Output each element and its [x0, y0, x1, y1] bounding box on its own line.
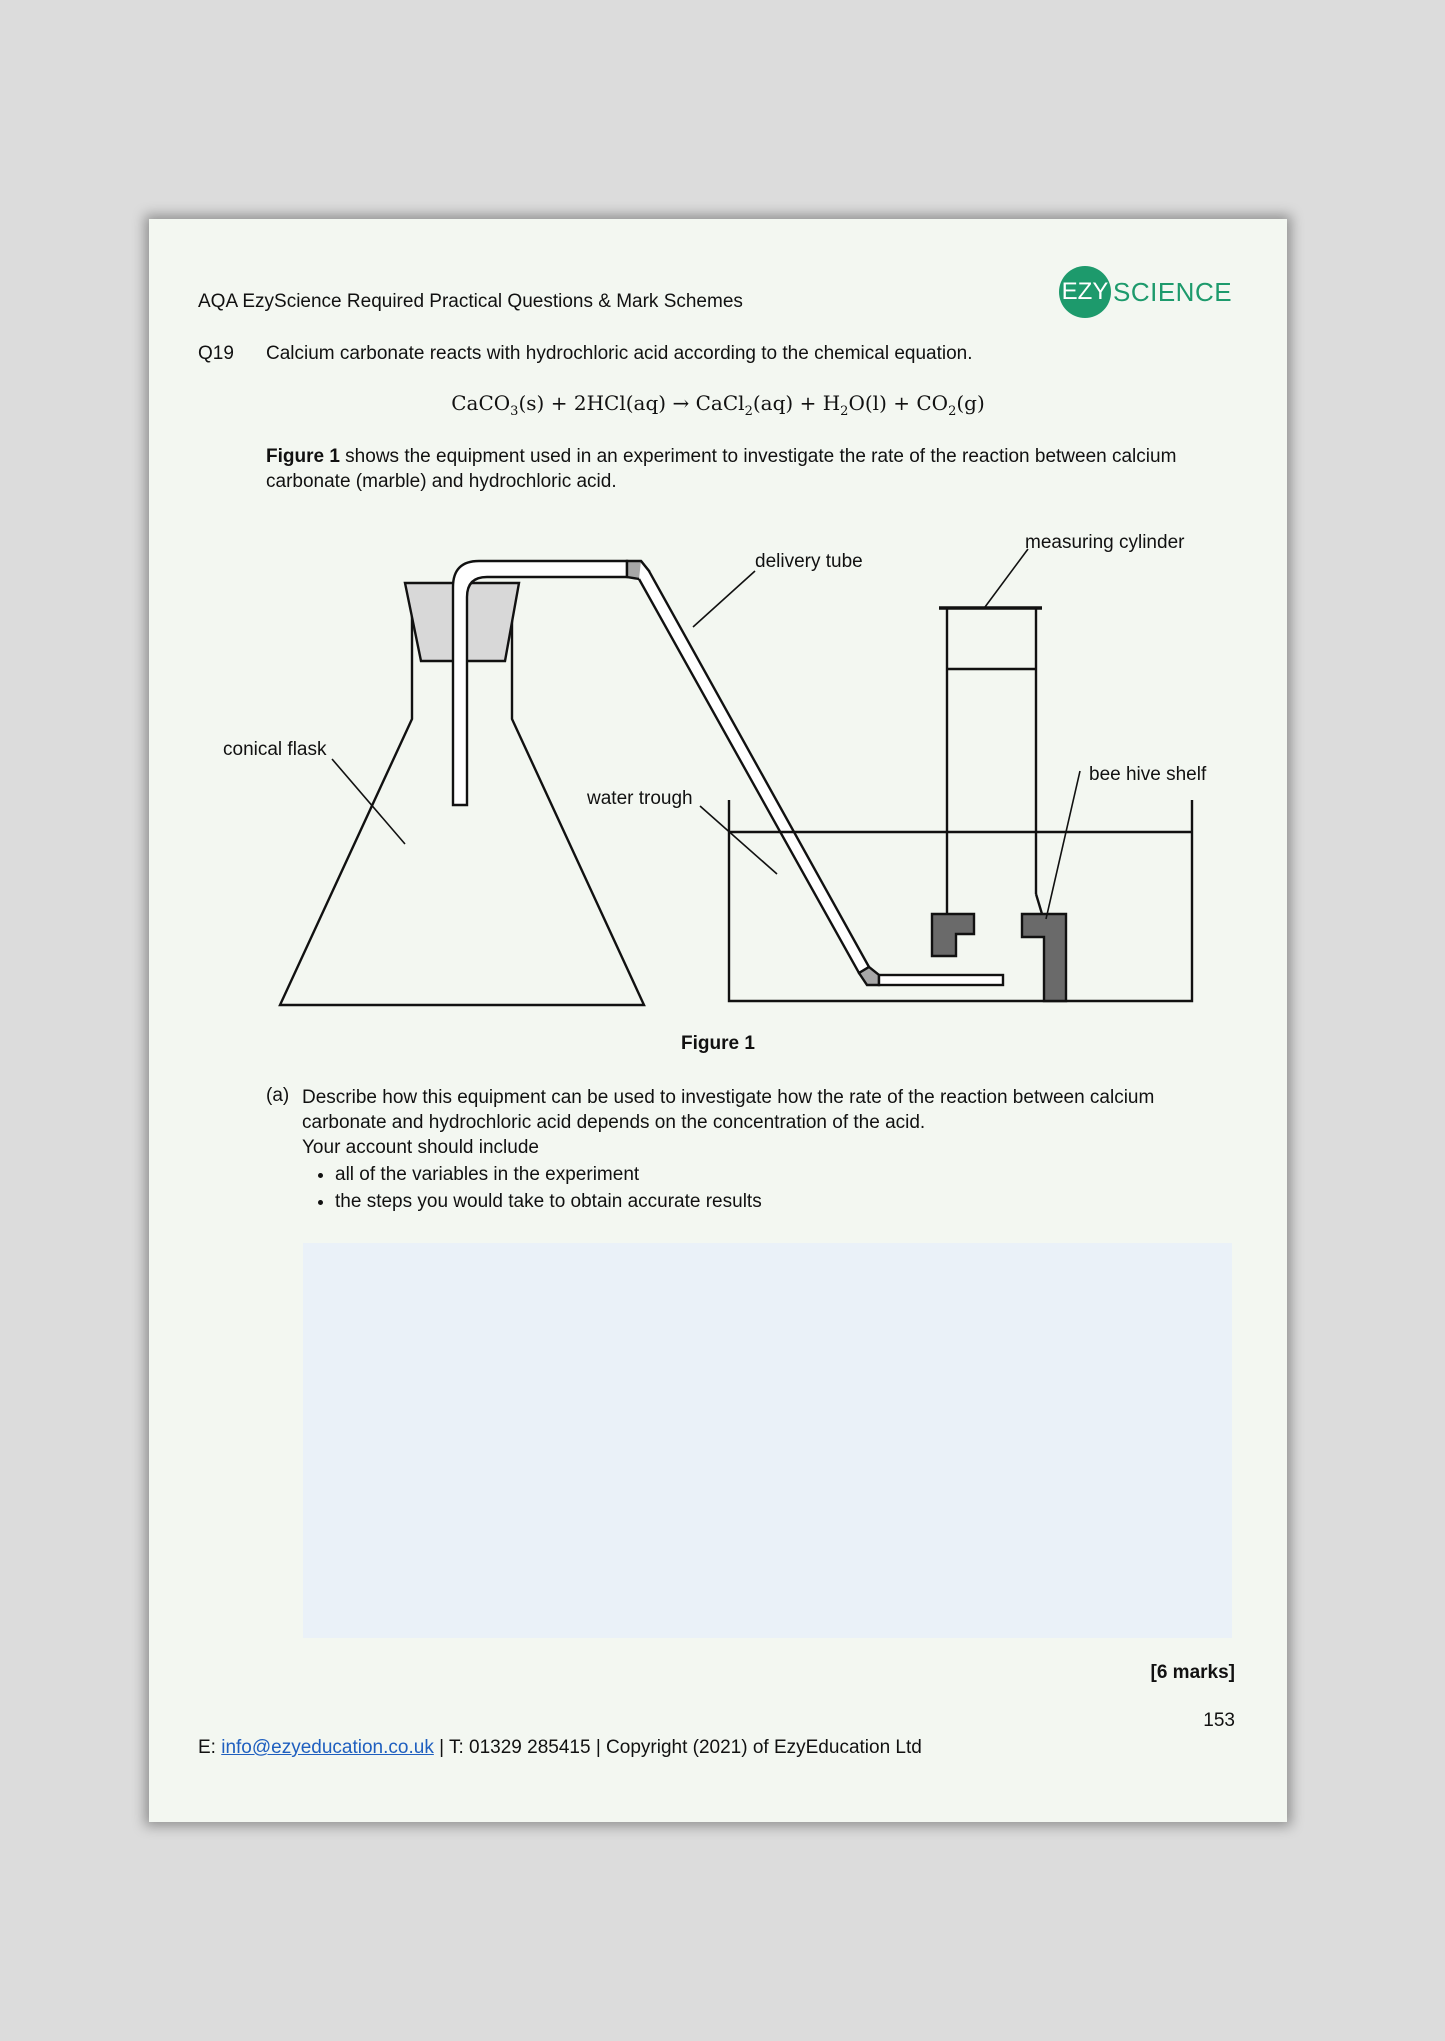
label-measuring-cylinder: measuring cylinder	[1025, 532, 1185, 553]
water-trough	[727, 800, 1194, 1003]
question-intro: Figure 1 shows the equipment used in an …	[266, 444, 1246, 494]
logo-circle: EZY	[1059, 266, 1111, 318]
ezyscience-logo: EZY SCIENCE	[1059, 266, 1232, 318]
delivery-tube	[637, 560, 871, 975]
leader-conical-flask	[331, 758, 406, 845]
leader-delivery-tube	[692, 570, 756, 628]
part-a-label: (a)	[266, 1085, 290, 1106]
label-conical-flask: conical flask	[223, 739, 327, 760]
figure-caption: Figure 1	[681, 1033, 755, 1054]
label-water-trough: water trough	[586, 788, 693, 809]
part-a-text: Describe how this equipment can be used …	[302, 1085, 1232, 1216]
label-bee-hive-shelf: bee hive shelf	[1089, 764, 1207, 785]
footer-contact: | T: 01329 285415 | Copyright (2021) of …	[433, 1737, 922, 1758]
label-delivery-tube: delivery tube	[755, 551, 863, 572]
footer: E: info@ezyeducation.co.uk | T: 01329 28…	[198, 1737, 922, 1759]
part-a-bullets: all of the variables in the experiment t…	[302, 1162, 1232, 1214]
marks-label: [6 marks]	[1150, 1662, 1236, 1683]
chemical-equation: CaCO3(s) + 2HCl(aq) → CaCl2(aq) + H2O(l)…	[149, 391, 1287, 419]
conical-flask-outline	[278, 614, 646, 1007]
horizontal-tube	[877, 973, 1005, 987]
leader-water-trough	[699, 805, 778, 875]
bullet-item: all of the variables in the experiment	[335, 1162, 1232, 1187]
part-a-include: Your account should include	[302, 1137, 539, 1158]
header-title: AQA EzyScience Required Practical Questi…	[198, 291, 743, 312]
bullet-item: the steps you would take to obtain accur…	[335, 1189, 1232, 1214]
leader-bee-hive-shelf	[1045, 770, 1081, 920]
footer-email-prefix: E:	[198, 1737, 222, 1758]
leader-measuring-cylinder	[984, 548, 1029, 608]
answer-box[interactable]	[303, 1243, 1232, 1638]
document-page: AQA EzyScience Required Practical Questi…	[149, 219, 1287, 1822]
bee-hive-shelf-left	[930, 912, 976, 958]
footer-email-link[interactable]: info@ezyeducation.co.uk	[221, 1737, 434, 1758]
part-a-question: Describe how this equipment can be used …	[302, 1087, 1155, 1133]
apparatus-diagram: delivery tube measuring cylinder conical…	[223, 532, 1207, 1007]
question-number: Q19	[198, 343, 234, 364]
bee-hive-shelf-right	[1020, 912, 1068, 1003]
question-text: Calcium carbonate reacts with hydrochlor…	[266, 343, 973, 364]
intro-figure-ref: Figure 1	[266, 446, 340, 467]
equation-text: CaCO3(s) + 2HCl(aq) → CaCl2(aq) + H2O(l)…	[451, 391, 985, 419]
intro-text: shows the equipment used in an experimen…	[266, 446, 1177, 492]
page-number: 153	[1203, 1710, 1235, 1731]
logo-word: SCIENCE	[1113, 276, 1233, 307]
